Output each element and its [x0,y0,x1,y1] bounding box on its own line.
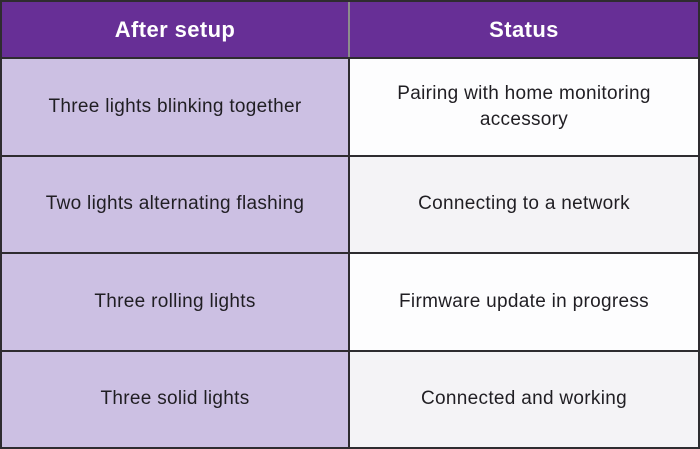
status-cell: Firmware update in progress [348,252,698,350]
status-cell: Pairing with home monitoring accessory [348,57,698,155]
after-setup-cell: Three lights blinking together [2,57,348,155]
status-cell: Connected and working [348,349,698,447]
column-header-status: Status [348,2,698,57]
after-setup-cell: Two lights alternating flashing [2,154,348,252]
after-setup-cell: Three solid lights [2,349,348,447]
status-cell: Connecting to a network [348,154,698,252]
column-header-after-setup: After setup [2,2,348,57]
after-setup-cell: Three rolling lights [2,252,348,350]
